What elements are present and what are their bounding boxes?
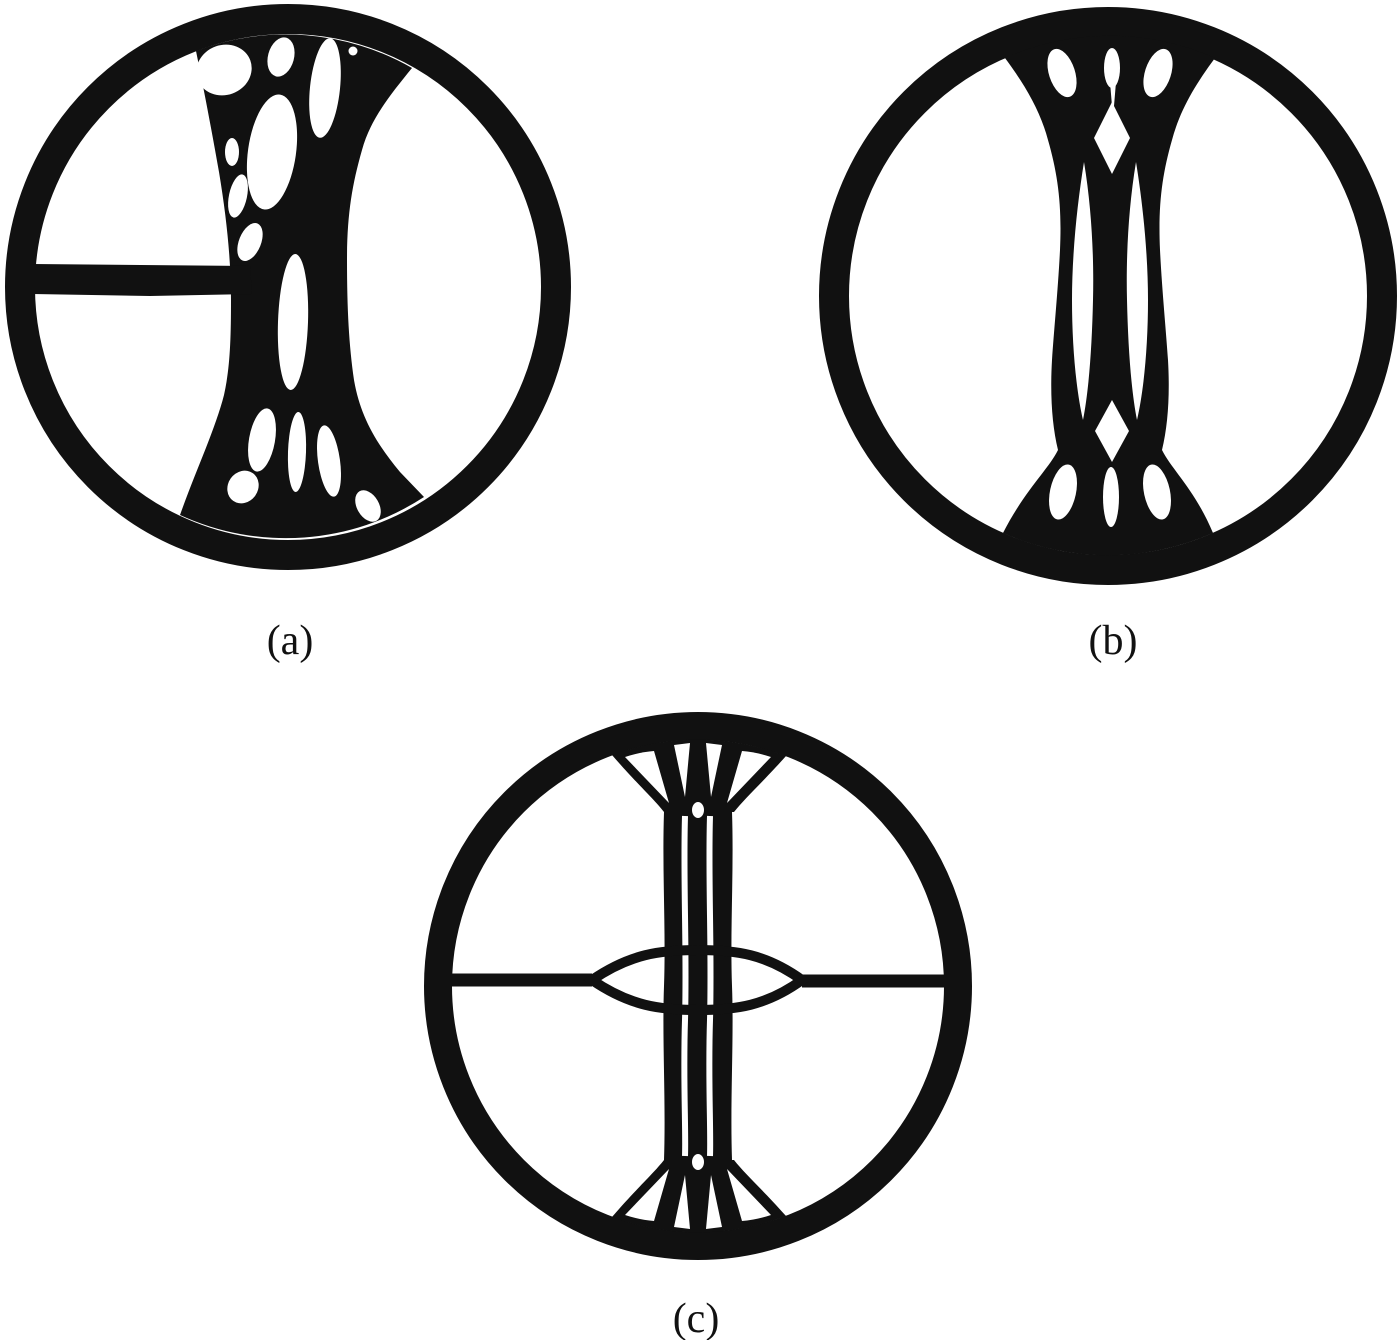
figure-panel-b	[819, 7, 1397, 585]
ring-a	[5, 4, 571, 570]
ring-c	[424, 712, 972, 1260]
structure-c-top-fan-voids	[625, 743, 771, 818]
ring-b	[819, 7, 1397, 585]
panel-label-a: (a)	[266, 618, 314, 664]
structure-a-strut	[33, 264, 252, 296]
figure-panel-a	[5, 4, 571, 570]
figure-panel-c	[424, 712, 972, 1260]
panel-label-b: (b)	[1088, 618, 1138, 664]
structure-c-column	[663, 812, 733, 1160]
structure-c-horizontal-tie	[452, 944, 944, 1016]
structure-c-top-fan	[612, 739, 786, 812]
structure-a-voids	[196, 37, 381, 522]
structure-c-bottom-fan	[612, 1160, 786, 1233]
structure-b-web	[1003, 35, 1215, 556]
structure-b-voids	[1047, 48, 1173, 527]
structure-c-bottom-fan-voids	[625, 1154, 771, 1229]
panel-label-c: (c)	[672, 1296, 720, 1340]
